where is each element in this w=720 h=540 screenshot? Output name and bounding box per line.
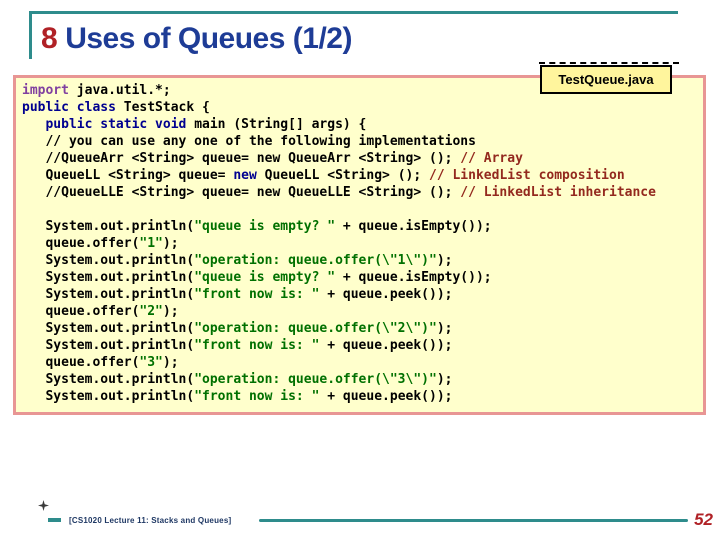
- footer-course-label: [CS1020 Lecture 11: Stacks and Queues]: [69, 515, 232, 525]
- code-line: System.out.println("queue is empty? " + …: [22, 219, 492, 234]
- code-line: System.out.println("front now is: " + qu…: [22, 389, 453, 404]
- title-number: 8: [41, 22, 58, 55]
- footer-rule: [259, 518, 689, 522]
- code-line: System.out.println("front now is: " + qu…: [22, 338, 453, 353]
- code-line: queue.offer("3");: [22, 355, 179, 370]
- page-number: 52: [694, 510, 713, 529]
- code-listing: import java.util.*; public class TestStac…: [16, 78, 703, 405]
- code-line: System.out.println("operation: queue.off…: [22, 372, 453, 387]
- title-left-rule: [29, 11, 32, 59]
- code-line: System.out.println("front now is: " + qu…: [22, 287, 453, 302]
- code-line: import java.util.*;: [22, 83, 171, 98]
- title-top-rule: [29, 11, 678, 14]
- code-line: public class TestStack {: [22, 100, 210, 115]
- footer: [CS1020 Lecture 11: Stacks and Queues] 5…: [48, 510, 713, 529]
- code-line: public static void main (String[] args) …: [45, 117, 367, 132]
- code-line: [22, 201, 701, 218]
- code-line: queue.offer("1");: [22, 236, 179, 251]
- code-line: // you can use any one of the following …: [22, 134, 476, 149]
- code-line: System.out.println("operation: queue.off…: [22, 253, 453, 268]
- code-panel: import java.util.*; public class TestStac…: [13, 75, 706, 415]
- code-line: System.out.println("operation: queue.off…: [22, 321, 453, 336]
- title-text: Uses of Queues (1/2): [65, 22, 352, 55]
- code-line: //QueueArr <String> queue= new QueueArr …: [22, 151, 523, 166]
- code-line: queue.offer("2");: [22, 304, 179, 319]
- code-filename-label: TestQueue.java: [540, 65, 672, 94]
- code-filename: TestQueue.java: [558, 72, 654, 87]
- code-line: QueueLL <String> queue= new QueueLL <Str…: [22, 168, 625, 183]
- code-line: System.out.println("queue is empty? " + …: [22, 270, 492, 285]
- code-label-dashed-border: [539, 62, 679, 64]
- code-line: //QueueLLE <String> queue= new QueueLLE …: [22, 185, 656, 200]
- compass-star-icon: [38, 500, 49, 511]
- footer-dash-icon: [48, 518, 61, 522]
